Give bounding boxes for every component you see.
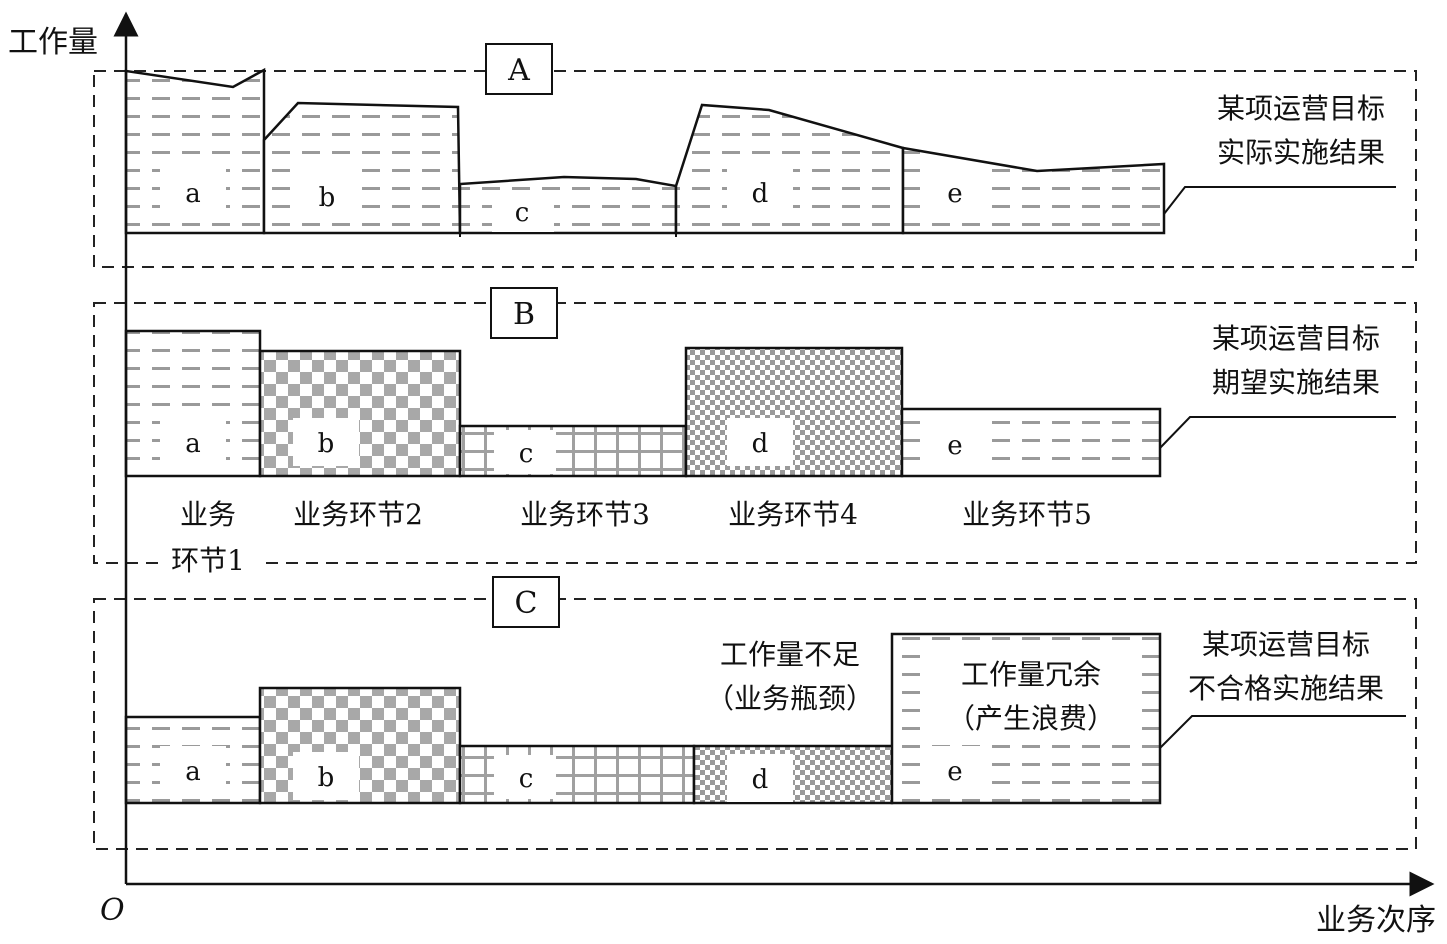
panel-b-caption-line1: 某项运营目标 (1212, 322, 1380, 355)
segment-a-label: a (185, 179, 201, 209)
note-redundancy-line1: 工作量冗余 (961, 658, 1101, 691)
stage-1-label-line2: 环节1 (171, 544, 245, 577)
stage-3-label: 业务环节3 (520, 498, 650, 531)
segment-b-shape (262, 101, 462, 235)
segment-d-label: d (752, 765, 769, 795)
segment-e-label: e (947, 757, 962, 787)
y-axis-label: 工作量 (8, 25, 98, 60)
segment-e-label: e (947, 431, 962, 461)
segment-d-bar (684, 346, 904, 478)
segment-b-bar (258, 349, 462, 478)
segment-b-bar (258, 686, 462, 805)
stage-1-label-line1: 业务 (180, 498, 236, 531)
stage-5-label: 业务环节5 (962, 498, 1092, 531)
panel-a-tag: A (507, 53, 530, 88)
segment-b-label: b (318, 763, 335, 793)
note-shortage-line2: （业务瓶颈） (706, 682, 874, 715)
segment-c-bar (458, 424, 688, 478)
origin-label: O (100, 893, 125, 928)
segment-a-label: a (185, 757, 201, 787)
panel-c-leader-line (1159, 715, 1406, 749)
panel-a-caption-line1: 某项运营目标 (1217, 92, 1385, 125)
panel-a-frame (93, 70, 1417, 268)
panel-c-caption-line1: 某项运营目标 (1202, 628, 1370, 661)
segment-c-label: c (515, 198, 530, 228)
panel-c: C a b c d e 工作量不足 （业务瓶颈） 工作量冗余 （产生浪费） 某项… (93, 576, 1417, 850)
panel-a-leader-line (1163, 186, 1396, 215)
panel-b-frame (93, 302, 1417, 564)
segment-e-label: e (947, 179, 962, 209)
stage-2-label: 业务环节2 (293, 498, 423, 531)
segment-a-label: a (185, 429, 201, 459)
panel-b-tag-box (490, 287, 558, 339)
segment-d-label: d (752, 429, 769, 459)
panel-c-frame (93, 598, 1417, 850)
axes: 工作量 业务次序 O (8, 11, 1436, 938)
note-shortage-line1: 工作量不足 (720, 638, 860, 671)
panel-c-caption-line2: 不合格实施结果 (1188, 672, 1384, 705)
panel-a-caption-line2: 实际实施结果 (1217, 136, 1385, 169)
stage-4-label: 业务环节4 (728, 498, 858, 531)
panel-b-tag: B (513, 297, 535, 332)
panel-b-leader-line (1159, 416, 1396, 449)
panel-b-caption-line2: 期望实施结果 (1212, 366, 1380, 399)
segment-b-label: b (318, 429, 335, 459)
note-redundancy-line2: （产生浪费） (947, 702, 1115, 735)
panel-a: A a b c d e 某项运营目标 实际实施结果 (93, 43, 1417, 268)
panel-c-tag: C (515, 586, 538, 621)
panel-b: B a b c d e 业务 环节1 业务环节2 业务环节3 业务环节4 业务环… (93, 287, 1417, 580)
panel-a-tag-box (485, 43, 553, 95)
panel-c-tag-box (492, 576, 560, 628)
x-axis-label: 业务次序 (1316, 903, 1436, 938)
segment-c-label: c (519, 764, 534, 794)
segment-b-label: b (319, 183, 336, 213)
segment-d-label: d (752, 179, 769, 209)
segment-c-label: c (519, 439, 534, 469)
